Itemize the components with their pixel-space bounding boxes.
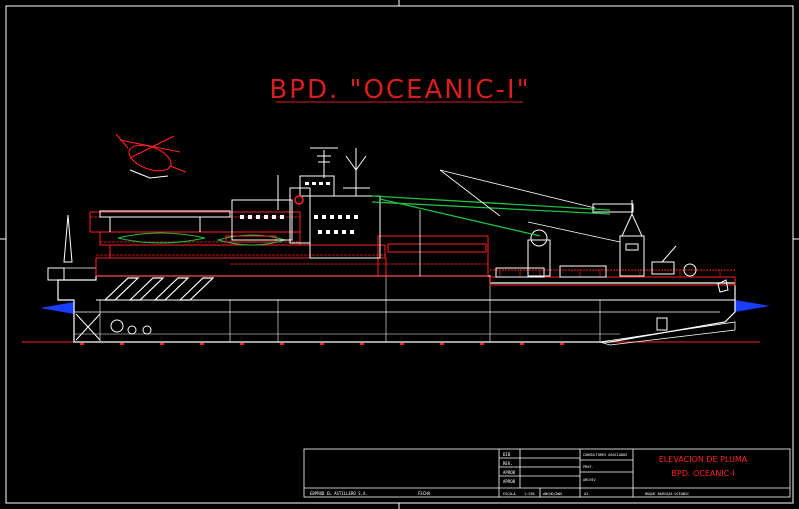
helicopter-icon — [115, 133, 187, 179]
rev-row-3: APROB — [503, 470, 516, 475]
main-mast — [310, 147, 338, 178]
rev-row-2: REV. — [503, 461, 513, 466]
crane-pedestal — [527, 229, 551, 277]
hull-portholes — [80, 343, 564, 345]
forward-gun-mount — [651, 245, 697, 277]
title-block — [303, 448, 791, 498]
boom-rest — [592, 203, 634, 213]
bow-thruster — [656, 317, 668, 331]
field-2: PROY. — [583, 465, 594, 469]
engine-1 — [110, 319, 124, 333]
vehicle-deck-ramps — [103, 277, 215, 301]
cargo-container-1 — [495, 267, 545, 278]
water-right — [735, 300, 770, 312]
hull — [57, 275, 736, 343]
bridge-emblem — [294, 195, 304, 205]
engine-room-brace-2 — [75, 313, 101, 341]
rev-row-4: APROB — [503, 479, 516, 484]
cargo-container-2 — [559, 265, 607, 278]
bottom-5: BUQUE BARCAZA OCEANIC — [645, 492, 689, 496]
superstructure — [89, 211, 489, 277]
crane-boom — [371, 195, 611, 237]
field-3: ARCHIV — [583, 478, 597, 482]
bottom-1: ESCALA — [503, 492, 517, 496]
rev-row-1: DIB — [503, 452, 511, 457]
ship-elevation — [22, 147, 770, 346]
stern-bulwark — [47, 267, 65, 281]
bottom-3: ANCHO/DWG — [543, 492, 562, 496]
forward-tower — [619, 200, 645, 277]
antenna-mast — [343, 148, 370, 196]
sheet-title-line2: BPD. OCEANIC-I — [671, 469, 734, 478]
stern-gantry — [63, 214, 73, 263]
drawing-title: BPD. "OCEANIC-I" — [269, 75, 530, 105]
forward-deck-house — [489, 276, 736, 286]
field-1: CONSULTORES ASOCIADOS — [583, 453, 627, 457]
fecha-label: FECHA — [418, 491, 431, 496]
bridge-tower — [231, 175, 381, 259]
lifeboat-aft — [117, 232, 206, 244]
bottom-2: 1:250 — [524, 492, 535, 496]
bow-ramp — [599, 321, 736, 346]
bridge-windows — [240, 182, 358, 234]
bulkheads — [99, 276, 601, 342]
water-left — [40, 302, 74, 314]
crane-rigging — [419, 169, 621, 276]
engine-3 — [142, 325, 152, 335]
anchor — [717, 279, 729, 293]
helideck-canopy — [99, 210, 231, 218]
engine-2 — [127, 325, 137, 335]
sheet-title-line1: ELEVACION DE PLUMA — [659, 455, 748, 464]
company-name: EBPROD EL ASTILLERO S.A. — [310, 491, 368, 496]
bottom-4: A3 — [584, 492, 588, 496]
